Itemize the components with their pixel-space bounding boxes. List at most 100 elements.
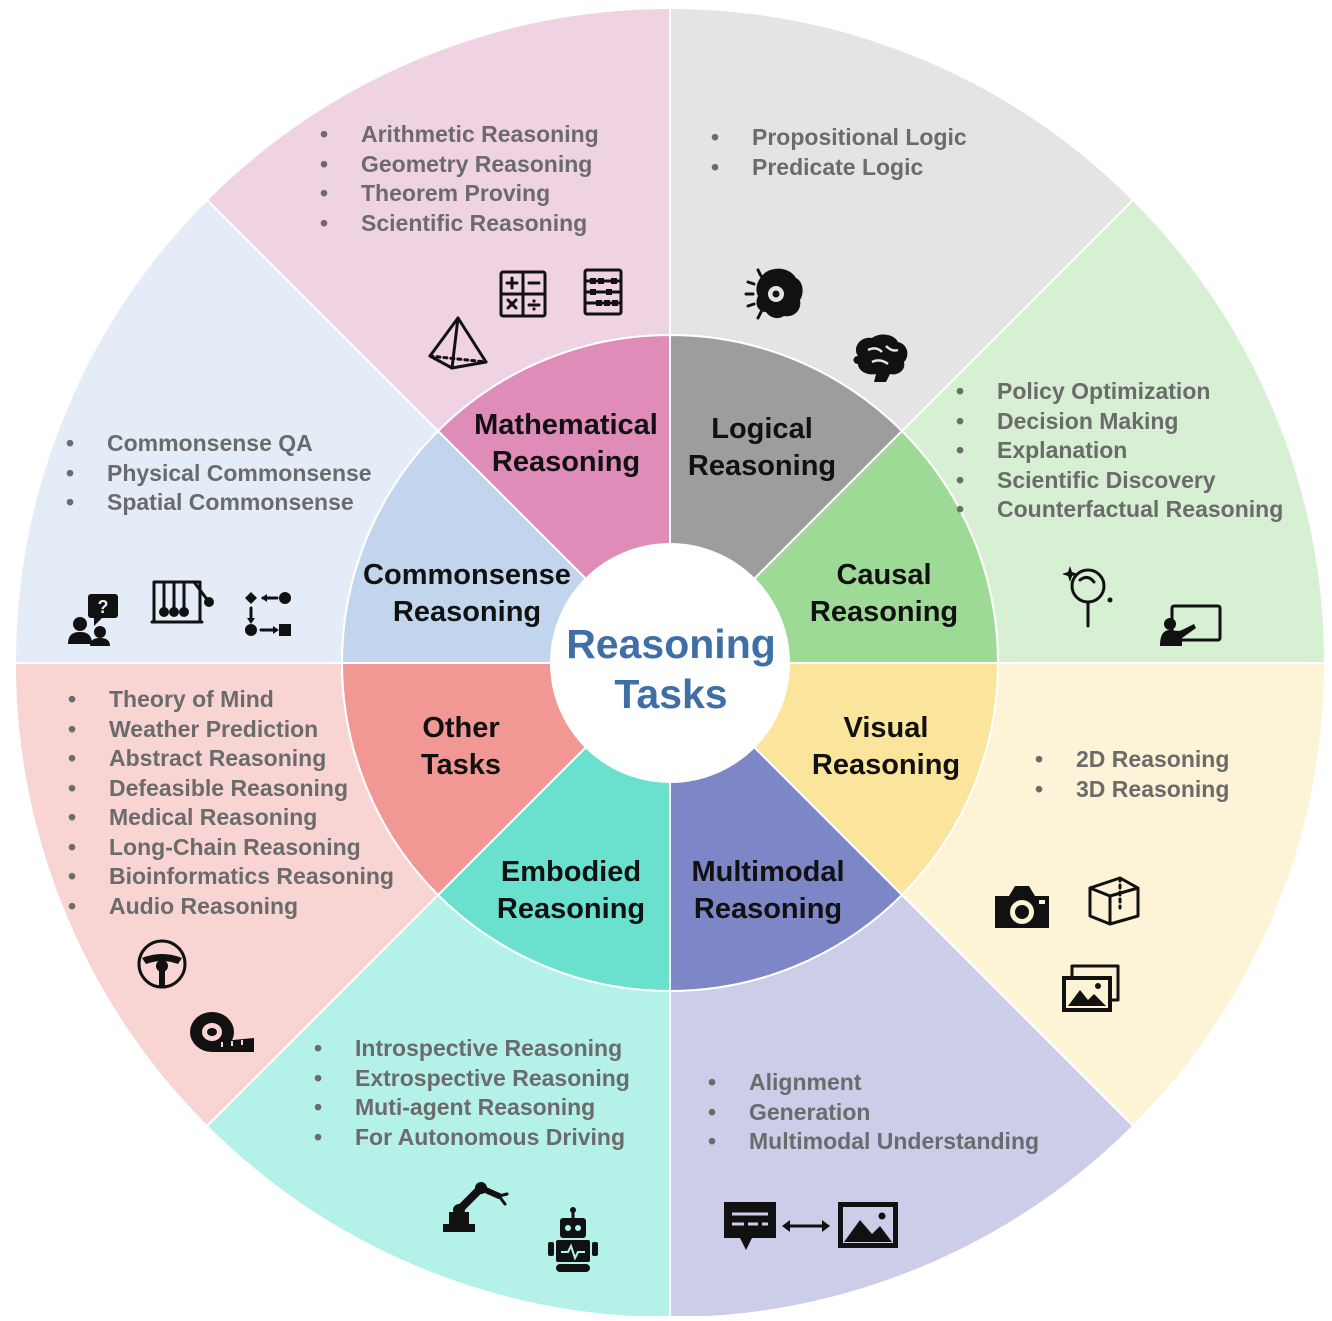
bullet: • bbox=[956, 496, 965, 522]
svg-text:?: ? bbox=[98, 597, 109, 617]
topic-item: • Geometry Reasoning bbox=[320, 150, 593, 180]
topic-item: •Scientific Discovery bbox=[956, 466, 1216, 496]
camera-icon bbox=[995, 886, 1049, 928]
robot-arm-icon bbox=[443, 1182, 509, 1232]
topic-item-text: Generation bbox=[749, 1098, 871, 1125]
topic-item-text: Introspective Reasoning bbox=[355, 1035, 623, 1061]
topic-item: •Defeasible Reasoning bbox=[68, 774, 348, 804]
bullet: • bbox=[68, 804, 77, 830]
sector-label-logical-line1: Logical bbox=[711, 413, 813, 445]
sector-label-commonsense-line1: Commonsense bbox=[363, 559, 571, 591]
topic-item: • For Autonomous Driving bbox=[314, 1123, 626, 1153]
topic-item-text: Weather Prediction bbox=[109, 715, 319, 742]
abacus-icon bbox=[583, 268, 623, 316]
calculator-icon bbox=[499, 270, 547, 318]
bullet: • bbox=[711, 124, 720, 150]
bullet: • bbox=[320, 150, 329, 177]
sector-label-commonsense-line2: Reasoning bbox=[393, 596, 541, 628]
topic-item-text: Scientific Reasoning bbox=[361, 209, 588, 236]
topic-item-text: Bioinformatics Reasoning bbox=[109, 863, 394, 889]
presentation-icon bbox=[1160, 604, 1222, 646]
bullet: • bbox=[708, 1098, 717, 1125]
outer-ring bbox=[13, 6, 1327, 1320]
topic-item: •Theorem Proving bbox=[320, 179, 551, 209]
bullet: • bbox=[68, 833, 77, 860]
pyramid-icon bbox=[428, 316, 488, 370]
bullet: • bbox=[320, 209, 329, 236]
bullet: • bbox=[314, 1064, 323, 1091]
topic-item-text: Counterfactual Reasoning bbox=[997, 496, 1284, 522]
topic-item-text: Long-Chain Reasoning bbox=[109, 833, 361, 860]
bullet: • bbox=[320, 121, 329, 147]
bullet: • bbox=[956, 466, 965, 493]
sector-label-logical-line2: Reasoning bbox=[688, 450, 836, 482]
topic-item-text: 2D Reasoning bbox=[1076, 746, 1230, 772]
topic-item-text: Physical Commonsense bbox=[107, 459, 372, 486]
topic-item-text: Geometry Reasoning bbox=[361, 150, 593, 177]
bullet: • bbox=[314, 1123, 323, 1150]
topic-item-text: Muti-agent Reasoning bbox=[355, 1094, 596, 1120]
bullet: • bbox=[711, 153, 720, 180]
topic-item: •Audio Reasoning bbox=[68, 892, 298, 922]
topic-item-text: Multimodal Understanding bbox=[749, 1128, 1040, 1154]
robot-icon bbox=[548, 1207, 598, 1272]
sector-label-mathematical-line2: Reasoning bbox=[492, 446, 640, 478]
sector-label-embodied-line1: Embodied bbox=[501, 856, 641, 888]
topic-item-text: Abstract Reasoning bbox=[109, 745, 327, 771]
brain-gear-icon bbox=[744, 268, 803, 320]
inner-ring bbox=[340, 333, 1000, 993]
sector-label-other-line2: Tasks bbox=[421, 749, 501, 781]
tape-measure-icon bbox=[190, 1012, 254, 1052]
inner-labels: MathematicalReasoningLogicalReasoningCau… bbox=[363, 409, 960, 925]
topic-item: • 2D Reasoning bbox=[1035, 745, 1230, 775]
topic-item-text: For Autonomous Driving bbox=[355, 1123, 626, 1150]
bullet: • bbox=[708, 1128, 717, 1154]
bullet: • bbox=[68, 745, 77, 771]
sector-label-visual-line1: Visual bbox=[844, 712, 929, 744]
center-title-line1: Reasoning bbox=[566, 621, 776, 667]
topic-item: • Abstract Reasoning bbox=[68, 744, 327, 774]
sector-label-multimodal-line1: Multimodal bbox=[691, 856, 844, 888]
topic-item: • Extrospective Reasoning bbox=[314, 1064, 630, 1094]
sector-label-other-line1: Other bbox=[422, 712, 499, 744]
text-to-image-icon bbox=[724, 1202, 898, 1250]
topic-item-text: Decision Making bbox=[997, 407, 1179, 434]
topic-item: •Spatial Commonsense bbox=[66, 488, 354, 518]
sector-label-causal-line2: Reasoning bbox=[810, 596, 958, 628]
bullet: • bbox=[956, 407, 965, 434]
topic-item: • Counterfactual Reasoning bbox=[956, 495, 1284, 525]
bullet: • bbox=[66, 430, 75, 456]
topic-item: • Commonsense QA bbox=[66, 429, 313, 459]
sector-label-mathematical-line1: Mathematical bbox=[474, 409, 658, 441]
images-icon bbox=[1062, 964, 1120, 1012]
topic-item: • Scientific Reasoning bbox=[320, 209, 588, 239]
topic-item: • Bioinformatics Reasoning bbox=[68, 862, 394, 892]
bullet: • bbox=[314, 1035, 323, 1061]
topic-item: •3D Reasoning bbox=[1035, 775, 1230, 805]
cube-icon bbox=[1088, 876, 1140, 926]
bullet: • bbox=[68, 774, 77, 801]
flow-shapes-icon bbox=[245, 592, 291, 636]
sector-label-embodied-line2: Reasoning bbox=[497, 893, 645, 925]
bullet: • bbox=[1035, 746, 1044, 772]
topic-item: • Generation bbox=[708, 1098, 871, 1128]
topic-item-text: Extrospective Reasoning bbox=[355, 1064, 630, 1091]
magnifier-sparkle-icon bbox=[1062, 566, 1113, 628]
bullet: • bbox=[68, 715, 77, 742]
sector-label-visual-line2: Reasoning bbox=[812, 749, 960, 781]
topic-item-text: Theorem Proving bbox=[361, 180, 551, 206]
topic-item-text: 3D Reasoning bbox=[1076, 775, 1230, 802]
topic-item: •Predicate Logic bbox=[711, 153, 923, 183]
topic-item-text: Commonsense QA bbox=[107, 430, 313, 456]
brain-icon bbox=[853, 334, 908, 382]
bullet: • bbox=[68, 863, 77, 889]
topic-item: •Medical Reasoning bbox=[68, 803, 317, 833]
topic-item: • Introspective Reasoning bbox=[314, 1034, 623, 1064]
topic-item-text: Spatial Commonsense bbox=[107, 489, 354, 515]
bullet: • bbox=[66, 459, 75, 486]
topic-item: • Long-Chain Reasoning bbox=[68, 833, 361, 863]
center-circle bbox=[551, 544, 789, 782]
topic-item: •Policy Optimization bbox=[956, 377, 1210, 407]
